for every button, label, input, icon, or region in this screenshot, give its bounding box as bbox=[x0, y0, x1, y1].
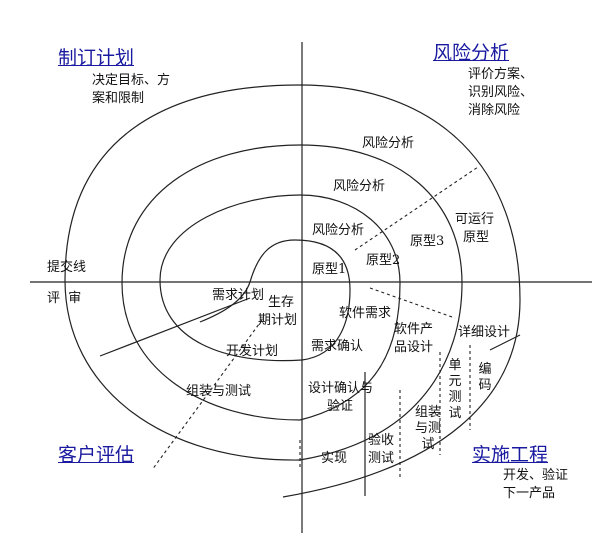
coding: 编码 bbox=[478, 362, 492, 393]
engineering-note-1: 开发、验证 bbox=[503, 468, 569, 483]
risk-note-1: 评价方案、 bbox=[468, 67, 534, 82]
engineering-note-2: 下一产品 bbox=[503, 486, 556, 501]
operational-prototype-2: 原型 bbox=[463, 230, 490, 245]
detailed-design: 详细设计 bbox=[458, 325, 511, 340]
product-design-1: 软件产 bbox=[394, 322, 434, 337]
operational-prototype-1: 可运行 bbox=[455, 212, 495, 227]
commit-line-ray bbox=[99, 297, 251, 357]
prototype-1: 原型1 bbox=[312, 262, 347, 277]
requirements-plan: 需求计划 bbox=[212, 288, 265, 303]
risk-note-3: 消除风险 bbox=[468, 103, 521, 118]
design-validation-2: 验证 bbox=[327, 399, 354, 414]
prototype-3: 原型3 bbox=[410, 234, 445, 249]
requirements-validation: 需求确认 bbox=[311, 339, 364, 354]
lifecycle-plan-2: 期计划 bbox=[258, 313, 298, 328]
risk-heading: 风险分析 bbox=[433, 42, 510, 64]
commit-line-label: 提交线 bbox=[47, 260, 87, 275]
spiral-inner bbox=[159, 194, 401, 421]
risk-analysis-outer: 风险分析 bbox=[362, 136, 415, 151]
dashed-risk-ray bbox=[354, 166, 479, 251]
development-plan: 开发计划 bbox=[226, 344, 279, 359]
acceptance-test-1: 验收 bbox=[368, 433, 395, 448]
software-requirements: 软件需求 bbox=[339, 306, 392, 321]
spiral-outer bbox=[64, 84, 521, 498]
planning-note-1: 决定目标、方 bbox=[92, 73, 171, 88]
design-validation-1: 设计确认与 bbox=[308, 381, 374, 396]
spiral-core bbox=[199, 239, 351, 361]
spiral-middle bbox=[121, 144, 463, 461]
product-design-2: 品设计 bbox=[394, 340, 434, 355]
planning-heading: 制订计划 bbox=[58, 47, 135, 69]
prototype-2: 原型2 bbox=[366, 253, 401, 268]
integration-test-vertical: 组装与测试 bbox=[414, 405, 441, 452]
risk-analysis-inner: 风险分析 bbox=[312, 223, 365, 238]
engineering-heading: 实施工程 bbox=[472, 444, 549, 466]
lifecycle-plan-1: 生存 bbox=[268, 295, 295, 310]
implementation: 实现 bbox=[321, 451, 348, 466]
planning-note-2: 案和限制 bbox=[92, 91, 145, 106]
unit-test: 单元测试 bbox=[448, 358, 462, 421]
acceptance-test-2: 测试 bbox=[368, 451, 395, 466]
lower-segment-2 bbox=[489, 334, 521, 351]
evaluation-heading: 客户评估 bbox=[58, 444, 135, 466]
review-label: 评 审 bbox=[47, 291, 82, 306]
dashed-eval-ray bbox=[151, 319, 263, 471]
risk-note-2: 识别风险、 bbox=[468, 85, 534, 100]
risk-analysis-middle: 风险分析 bbox=[333, 179, 386, 194]
integration-test-plan: 组装与测试 bbox=[186, 384, 252, 399]
